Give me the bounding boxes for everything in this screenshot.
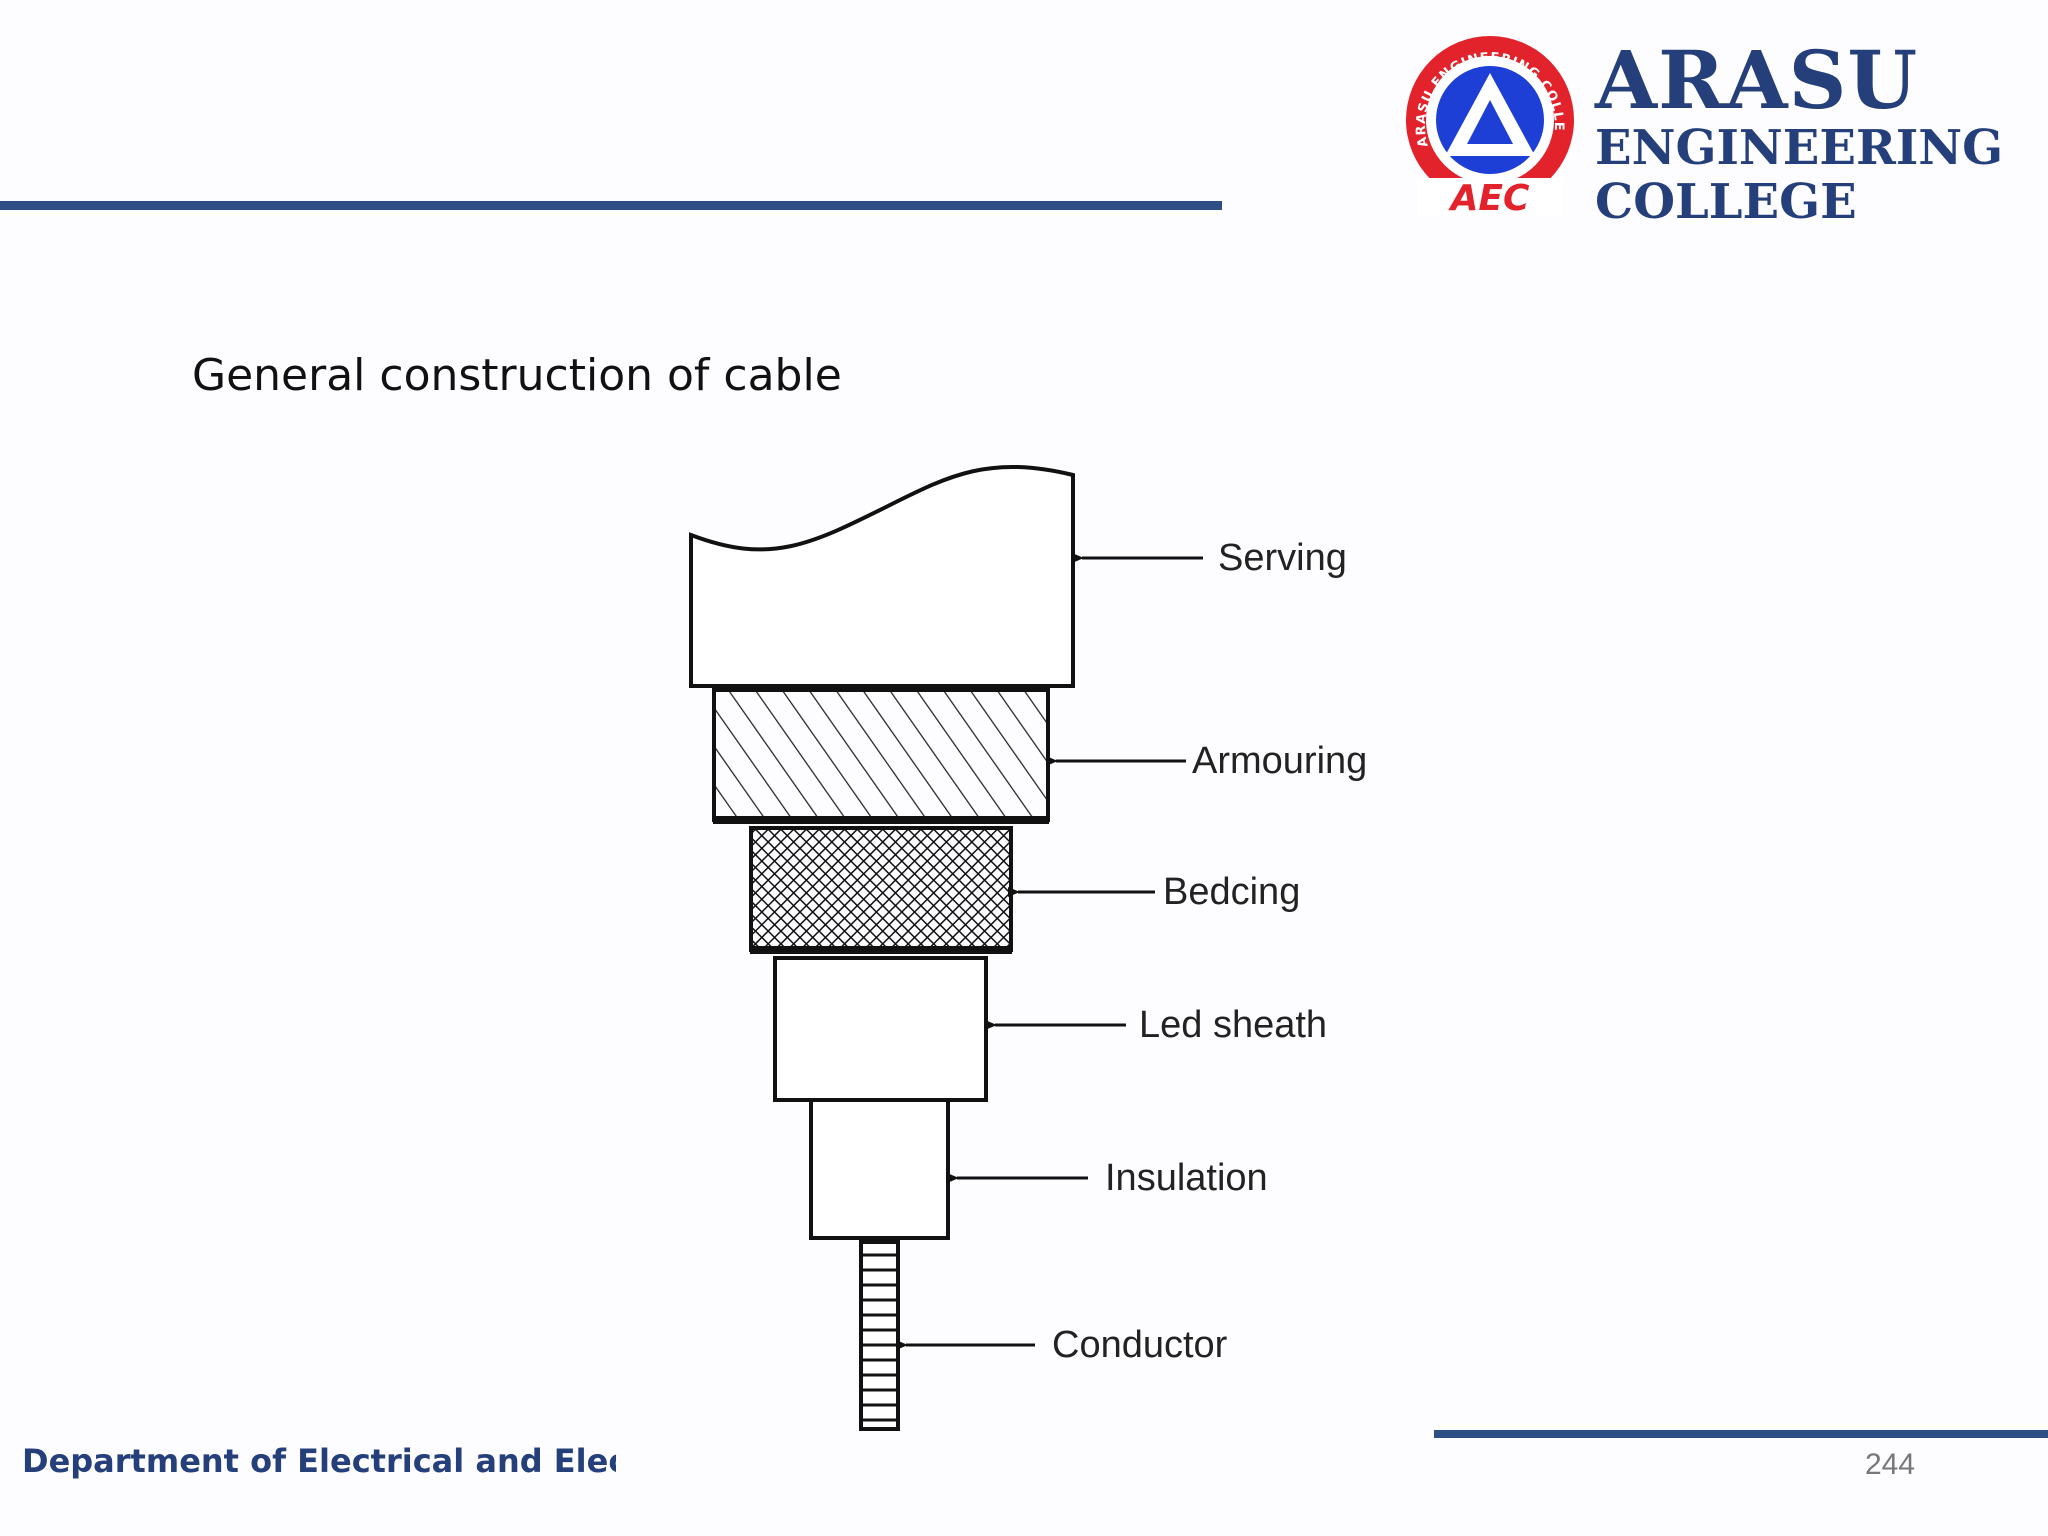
logo-initials: AEC [1448,178,1530,218]
lead-sheath-layer [773,956,988,1102]
serving-layer [689,464,1075,688]
bedding-label: Bedcing [1163,871,1300,913]
cable-construction-diagram: Serving Armouring Bedcing Led sheath Ins… [689,464,1367,1431]
conductor-label: Conductor [1052,1324,1228,1366]
college-name-line1: ARASU [1595,33,1919,127]
footer-department: Department of Electrical and Electronics… [22,1442,616,1480]
armouring-label: Armouring [1192,740,1367,782]
college-name: ARASU ENGINEERING COLLEGE [1595,40,2035,226]
armouring-layer [712,688,1050,822]
bedding-layer [749,826,1013,952]
serving-label: Serving [1218,537,1347,579]
header-divider [0,201,1222,210]
footer-divider [1434,1430,2048,1438]
conductor-core [859,1240,900,1431]
college-name-line2: ENGINEERING [1595,120,2004,176]
page-number: 244 [1864,1448,1916,1481]
lead-sheath-label: Led sheath [1139,1004,1327,1046]
insulation-layer [809,1098,950,1240]
college-logo-icon: ARASU ENGINEERING COLLEGE AEC [1395,28,1574,218]
insulation-label: Insulation [1105,1157,1268,1199]
slide-title: General construction of cable [192,350,842,401]
college-name-line3: COLLEGE [1595,174,1857,230]
